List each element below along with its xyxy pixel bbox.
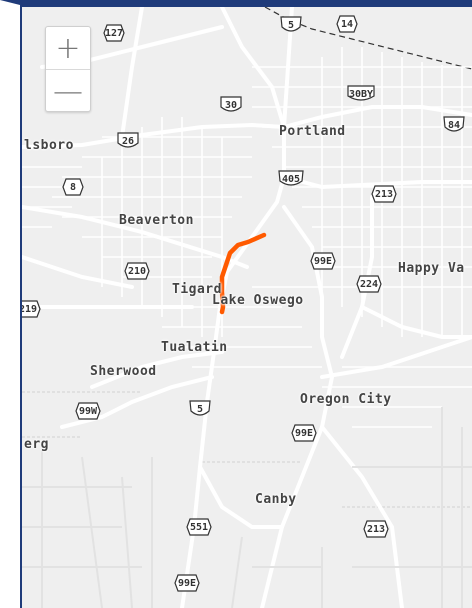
city-label-tualatin: Tualatin — [161, 340, 228, 355]
state-shield-icon: 210 — [123, 261, 151, 281]
us-shield-icon: 26 — [116, 131, 140, 151]
state-shield-icon: 213 — [362, 519, 390, 539]
minor-roads — [22, 407, 472, 608]
city-label-happy-valley: Happy Va — [398, 261, 465, 276]
county-lines — [22, 391, 472, 508]
state-shield-icon: 99E — [290, 423, 318, 443]
state-shield-icon: 99E — [309, 251, 337, 271]
interstate-shield-icon: 405 — [277, 169, 305, 189]
interstate-shield-icon: 84 — [442, 115, 466, 135]
map-canvas[interactable]: + — Portland Beaverton Tigard Lake Osweg… — [22, 7, 472, 608]
zoom-in-button[interactable]: + — [55, 30, 81, 66]
us-shield-icon: 30 — [219, 95, 243, 115]
zoom-out-button[interactable]: — — [46, 69, 90, 111]
state-shield-icon: 99W — [74, 401, 102, 421]
city-label-tigard: Tigard — [172, 282, 222, 297]
state-shield-icon: 219 — [22, 299, 42, 319]
state-shield-icon: 99E — [173, 573, 201, 593]
state-shield-icon: 551 — [185, 517, 213, 537]
interstate-shield-icon: 5 — [279, 15, 303, 35]
city-label-sherwood: Sherwood — [90, 364, 157, 379]
us-shield-icon: 30BY — [346, 84, 376, 104]
city-label-portland: Portland — [279, 124, 346, 139]
major-roads — [22, 7, 472, 608]
city-label-canby: Canby — [255, 492, 297, 507]
highlighted-route[interactable] — [219, 232, 267, 315]
state-shield-icon: 14 — [335, 14, 359, 34]
city-label-newberg: erg — [24, 437, 49, 452]
city-label-hillsboro: lsboro — [24, 138, 74, 153]
state-shield-icon: 224 — [355, 274, 383, 294]
state-shield-icon: 127 — [102, 23, 126, 43]
zoom-control: + — — [45, 26, 91, 112]
state-shield-icon: 8 — [61, 177, 85, 197]
city-label-oregon-city: Oregon City — [300, 392, 392, 407]
state-shield-icon: 213 — [370, 184, 398, 204]
interstate-shield-icon: 5 — [188, 399, 212, 419]
city-label-beaverton: Beaverton — [119, 213, 194, 228]
city-label-lake-oswego: Lake Oswego — [212, 293, 304, 308]
